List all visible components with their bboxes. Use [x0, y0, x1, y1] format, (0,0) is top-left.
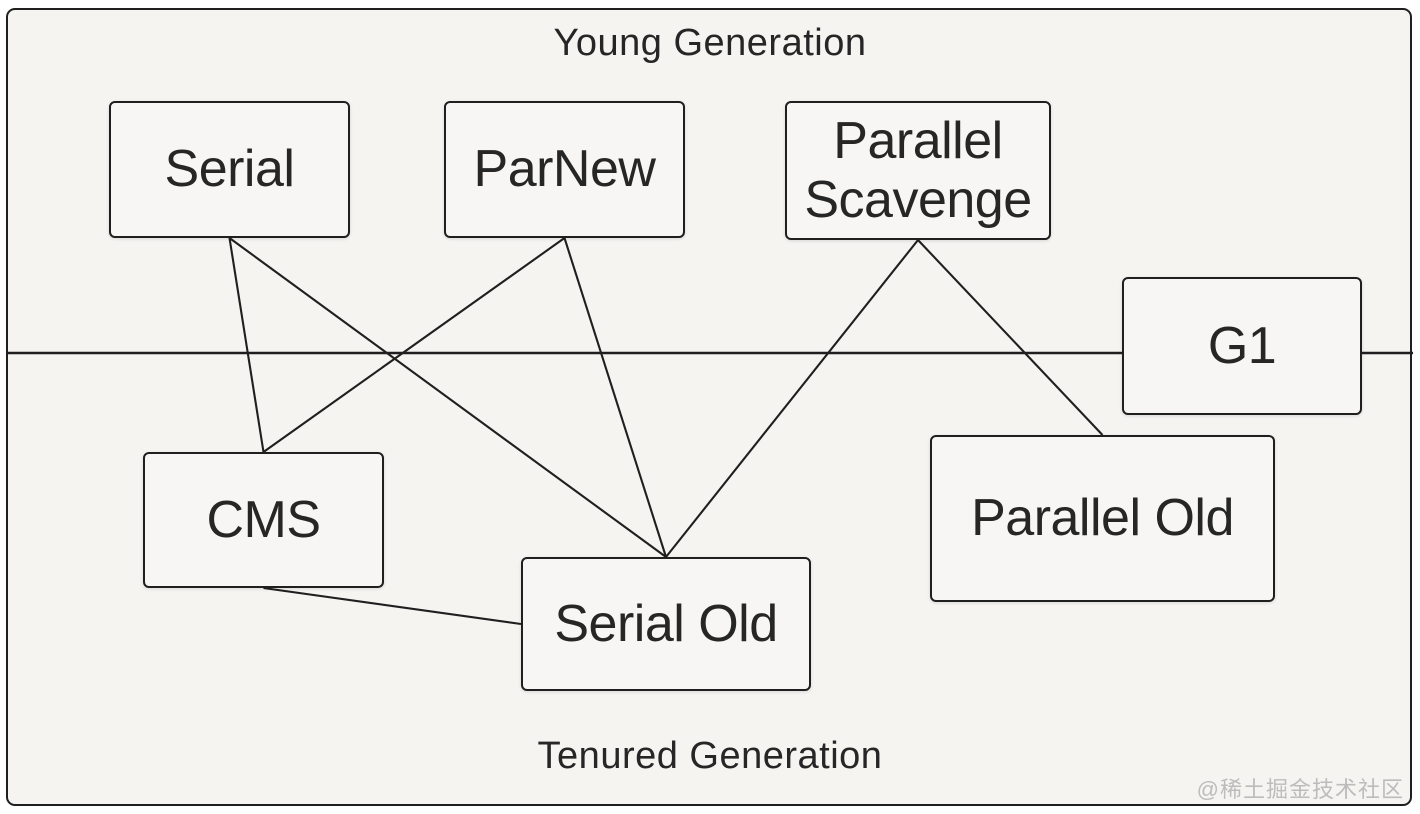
node-parallel-old: Parallel Old — [930, 435, 1275, 602]
node-label: Serial Old — [554, 594, 778, 653]
node-serial-old: Serial Old — [521, 557, 811, 691]
node-cms: CMS — [143, 452, 384, 588]
tenured-generation-label: Tenured Generation — [537, 735, 883, 777]
watermark-text: @稀土掘金技术社区 — [1196, 777, 1404, 802]
node-g1: G1 — [1122, 277, 1362, 415]
node-parnew: ParNew — [444, 101, 685, 238]
node-serial: Serial — [109, 101, 350, 238]
node-label: ParNew — [473, 140, 656, 199]
young-generation-label: Young Generation — [553, 22, 867, 64]
node-label: Parallel Old — [971, 489, 1234, 548]
node-label: CMS — [206, 490, 321, 549]
node-label: G1 — [1207, 316, 1277, 375]
node-label: Serial — [164, 140, 295, 199]
node-label: Parallel Scavenge — [804, 112, 1032, 229]
node-parallel-scavenge: Parallel Scavenge — [785, 101, 1051, 240]
